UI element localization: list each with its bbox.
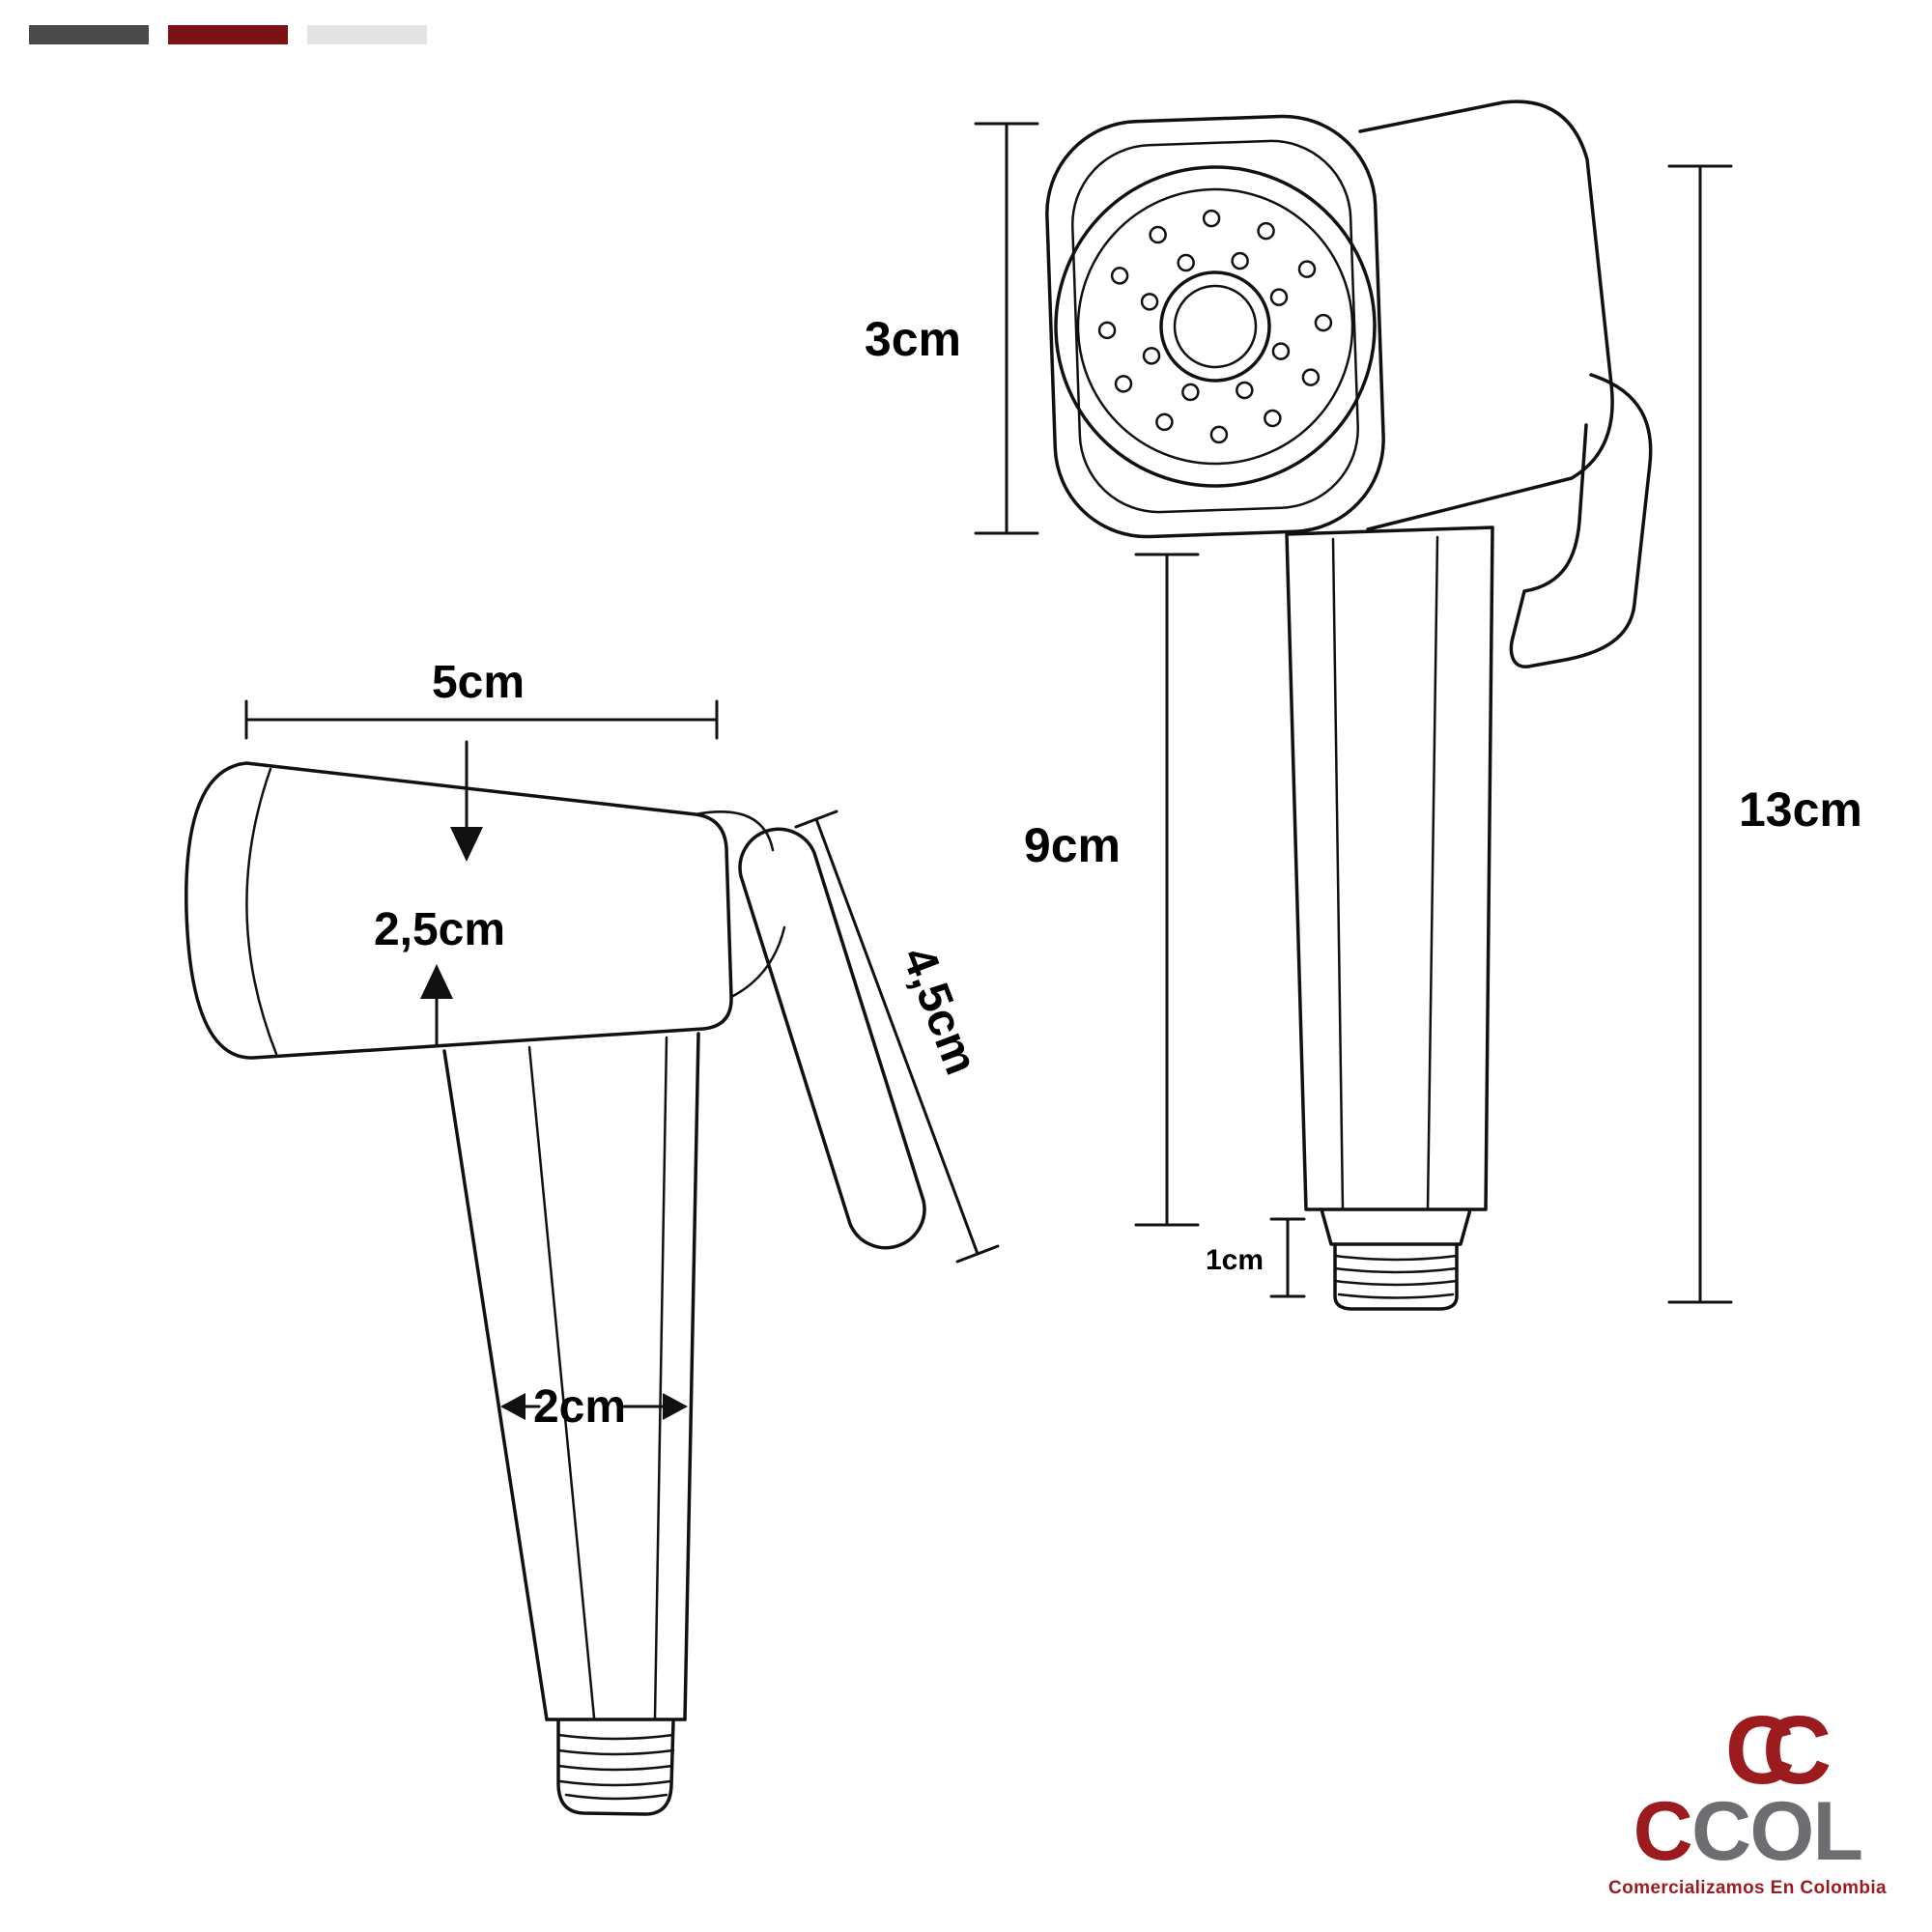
nozzle-holes-outer-ring	[1097, 209, 1333, 444]
side-handle-facet-left	[527, 1045, 596, 1719]
spray-plate-outer-ring	[1054, 165, 1377, 488]
dimension-thread-height: 1cm	[1206, 1217, 1306, 1298]
front-handle-facet-right	[1426, 535, 1439, 1211]
dim-label-head-length: 5cm	[432, 657, 525, 708]
side-trigger-lever	[738, 827, 926, 1250]
trigger-pivot-top	[694, 810, 775, 852]
nozzle-hole	[1231, 251, 1249, 270]
nozzle-hole	[1149, 225, 1167, 244]
center-boss-outer	[1159, 270, 1271, 383]
brand-bar-red	[168, 25, 288, 44]
center-boss-inner	[1173, 284, 1258, 369]
front-face-outer	[1045, 114, 1385, 539]
nozzle-hole	[1140, 293, 1159, 311]
front-thread-rib	[1333, 1279, 1459, 1287]
dim-label-thread-height: 1cm	[1206, 1244, 1264, 1276]
nozzle-hole	[1097, 321, 1117, 340]
dimension-line	[814, 817, 980, 1256]
front-head-body	[1358, 99, 1614, 531]
logo-wordmark-first-letter: C	[1633, 1784, 1693, 1878]
side-thread-rib	[556, 1733, 675, 1741]
dim-label-handle-height: 9cm	[1024, 818, 1121, 872]
side-thread-rib	[556, 1748, 675, 1756]
front-thread-rib	[1337, 1293, 1455, 1299]
nozzle-hole	[1264, 409, 1282, 428]
dimension-total-height: 13cm	[1667, 164, 1862, 1304]
dimension-trigger-length: 4,5cm	[794, 810, 1000, 1264]
side-view-dimensions: 5cm 2,5cm 4,5cm 2cm	[244, 657, 1000, 1433]
arrowhead-up	[420, 964, 453, 999]
front-thread-connector	[1333, 1242, 1459, 1311]
dimension-head-thickness: 2,5cm	[374, 740, 505, 1047]
nozzle-hole	[1297, 260, 1317, 278]
side-head	[185, 761, 786, 1060]
arrowhead-right	[663, 1393, 688, 1420]
nozzle-hole	[1209, 425, 1229, 444]
nozzle-hole	[1114, 375, 1133, 393]
front-handle-outline	[1285, 526, 1494, 1211]
nozzle-hole	[1142, 347, 1161, 365]
dim-label-head-thickness: 2,5cm	[374, 904, 505, 955]
side-handle-facet-right	[653, 1036, 668, 1719]
company-logo: CC CCOL Comercializamos En Colombia	[1598, 1695, 1897, 1899]
side-head-outline	[185, 761, 733, 1060]
nozzle-hole	[1155, 412, 1174, 432]
front-view-drawing	[1045, 99, 1653, 1311]
front-head	[1045, 114, 1385, 539]
logo-wordmark: CCOL	[1598, 1790, 1897, 1873]
dimension-handle-height: 9cm	[1024, 553, 1200, 1227]
trigger-pivot-bottom	[729, 925, 786, 999]
front-handle-neck	[1320, 1208, 1472, 1246]
dim-label-handle-width: 2cm	[533, 1381, 626, 1433]
side-thread-rib	[564, 1793, 668, 1801]
nozzle-hole	[1257, 221, 1275, 241]
nozzle-hole	[1269, 288, 1289, 306]
front-trigger	[1509, 373, 1653, 668]
logo-tagline: Comercializamos En Colombia	[1608, 1878, 1887, 1898]
side-view-drawing	[185, 761, 926, 1816]
dim-label-head-height: 3cm	[865, 312, 961, 366]
dim-label-total-height: 13cm	[1739, 782, 1862, 837]
nozzle-hole	[1271, 342, 1291, 360]
arrowhead-left	[500, 1393, 526, 1420]
dimension-head-length: 5cm	[244, 657, 719, 740]
brand-bar-light	[307, 25, 427, 44]
nozzle-hole	[1301, 368, 1321, 386]
side-head-cap-edge	[245, 767, 278, 1056]
front-view-dimensions: 3cm 13cm 9cm 1cm	[865, 122, 1862, 1304]
brand-color-bars	[29, 25, 427, 44]
spray-plate-inner-ring	[1076, 187, 1354, 466]
side-handle	[442, 1032, 700, 1721]
front-handle	[1285, 526, 1494, 1246]
logo-mark-cc: CC	[1724, 1695, 1832, 1804]
dimension-handle-width: 2cm	[500, 1381, 688, 1433]
front-face-inner	[1071, 139, 1359, 514]
dimension-head-height: 3cm	[865, 122, 1039, 535]
front-thread-outline	[1333, 1242, 1459, 1311]
side-thread-rib	[558, 1779, 672, 1787]
side-handle-left-edge	[442, 1049, 549, 1721]
front-thread-rib	[1333, 1254, 1459, 1262]
brand-bar-dark	[29, 25, 149, 44]
nozzle-holes-inner-ring	[1140, 251, 1291, 402]
logo-wordmark-rest: COL	[1691, 1784, 1863, 1878]
nozzle-hole	[1110, 267, 1129, 285]
side-handle-right-edge	[683, 1032, 700, 1721]
front-thread-rib	[1333, 1266, 1459, 1274]
nozzle-hole	[1202, 209, 1221, 228]
side-thread-connector	[556, 1719, 675, 1816]
side-thread-rib	[556, 1764, 674, 1772]
nozzle-hole	[1181, 383, 1200, 402]
nozzle-hole	[1177, 253, 1195, 272]
arrowhead-down	[450, 827, 483, 862]
side-thread-outline	[556, 1719, 675, 1816]
nozzle-hole	[1314, 313, 1333, 332]
nozzle-hole	[1236, 381, 1254, 400]
front-handle-facet-left	[1331, 537, 1345, 1211]
